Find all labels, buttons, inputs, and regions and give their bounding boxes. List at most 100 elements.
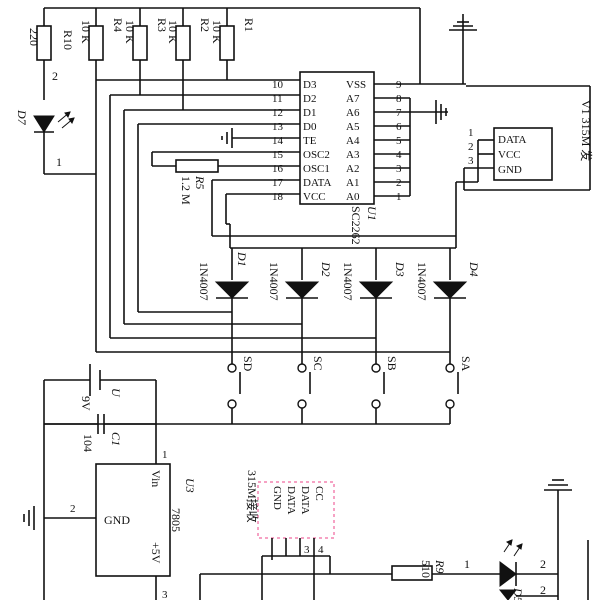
svg-text:1: 1 (56, 155, 62, 169)
svg-text:315M接收: 315M接收 (245, 470, 260, 523)
resistor-r4: R4 10 K (79, 8, 125, 80)
u1-pin-number: 5 (396, 135, 402, 147)
u1-pin-name: VSS (346, 79, 366, 91)
data-bus-wires (95, 79, 450, 353)
svg-text:510: 510 (419, 560, 433, 578)
svg-text:D4: D4 (467, 261, 481, 277)
resistor-r5: R5 1.2 M (151, 151, 300, 205)
ground-symbol-u1 (430, 100, 448, 124)
svg-text:GND: GND (271, 486, 283, 510)
u1-pin-name: A6 (346, 107, 360, 119)
svg-text:1N4007: 1N4007 (267, 262, 281, 301)
svg-text:SB: SB (385, 356, 399, 371)
svg-text:1N4007: 1N4007 (415, 262, 429, 301)
resistor-r3: R3 10 K (123, 8, 169, 95)
svg-text:GND: GND (498, 164, 522, 176)
u1-pin-name: D2 (303, 93, 316, 105)
svg-text:U: U (109, 388, 123, 398)
resistor-r2: R2 10 K (166, 8, 212, 110)
u1-pin-number: 7 (396, 107, 402, 119)
switch-sa: SA (445, 352, 473, 409)
u1-pin-name: A0 (346, 191, 360, 203)
svg-text:SD: SD (241, 356, 255, 372)
u1-right-stubs (374, 83, 430, 197)
svg-text:1: 1 (468, 127, 474, 139)
svg-text:4: 4 (318, 544, 324, 556)
u1-pin-name: D0 (303, 121, 317, 133)
u1-pin-name: D1 (303, 107, 316, 119)
svg-text:D2: D2 (319, 261, 333, 277)
svg-text:R9: R9 (433, 559, 447, 573)
svg-text:V1 315M 发: V1 315M 发 (579, 100, 594, 161)
u1-pin-name: D3 (303, 79, 317, 91)
u1-pin-number: 13 (272, 121, 284, 133)
u1-pin-name: A3 (346, 149, 360, 161)
svg-text:R1: R1 (242, 18, 256, 32)
svg-text:GND: GND (104, 513, 130, 527)
u1-pin-name: VCC (303, 191, 326, 203)
u1-pin-number: 8 (396, 93, 402, 105)
svg-text:2: 2 (70, 503, 76, 515)
led-d5: 1 2 D5 2 (464, 490, 559, 600)
u1-pin-number: 16 (272, 163, 284, 175)
receiver-315m: 315M接收 CC DATA DATA GND 3 4 (199, 470, 335, 600)
switch-sb: SB (371, 338, 399, 409)
top-vcc-rail (44, 7, 466, 85)
svg-text:VCC: VCC (498, 149, 521, 161)
svg-text:9V: 9V (79, 396, 93, 411)
svg-text:R5: R5 (193, 175, 207, 189)
svg-text:C1: C1 (109, 432, 123, 446)
svg-text:1N4007: 1N4007 (197, 262, 211, 301)
u1-pin-name: A5 (346, 121, 360, 133)
resistor-r9: R9 510 (330, 559, 500, 581)
svg-text:D7: D7 (15, 109, 29, 126)
te-ground (221, 128, 300, 148)
u1-pin-name: OSC1 (303, 163, 330, 175)
svg-text:DATA: DATA (285, 486, 297, 515)
svg-text:7805: 7805 (169, 508, 183, 532)
u1-pin-number: 9 (396, 79, 402, 91)
u1-pin-number: 15 (272, 149, 284, 161)
svg-text:104: 104 (81, 434, 95, 452)
svg-text:SC: SC (311, 356, 325, 371)
svg-text:U3: U3 (183, 478, 197, 493)
svg-text:R4: R4 (111, 18, 125, 32)
svg-text:10 K: 10 K (166, 20, 180, 44)
svg-text:10 K: 10 K (123, 20, 137, 44)
u1-pin-number: 12 (272, 107, 283, 119)
led-d7: 2 1 D7 (15, 69, 96, 175)
svg-text:R10: R10 (61, 30, 75, 50)
u1-pin-name: A1 (346, 177, 359, 189)
svg-text:1N4007: 1N4007 (341, 262, 355, 301)
u1-pin-number: 3 (396, 163, 402, 175)
svg-text:2: 2 (540, 583, 546, 597)
u1-pin-number: 6 (396, 121, 402, 133)
ic-u1-sc2262: U1 SC2262 (299, 71, 379, 245)
u1-pin-name: DATA (303, 177, 332, 189)
svg-text:R3: R3 (155, 18, 169, 32)
svg-text:CC: CC (313, 486, 325, 501)
svg-text:R2: R2 (198, 18, 212, 32)
capacitor-c1: C1 104 (43, 414, 156, 600)
u1-pin-number: 18 (272, 191, 284, 203)
svg-text:DATA: DATA (299, 486, 311, 515)
diode-d1: D1 1N4007 (197, 248, 250, 312)
diode-d4: D4 1N4007 (415, 248, 481, 352)
resistor-r10: R10 220 (27, 8, 75, 100)
u1-pin-name: OSC2 (303, 149, 330, 161)
svg-text:3: 3 (162, 589, 168, 600)
u1-pin-name: TE (303, 135, 317, 147)
diode-d3: D3 1N4007 (341, 248, 407, 338)
ground-symbol-top (449, 14, 477, 84)
u1-pin-name: A2 (346, 163, 359, 175)
switch-sc: SC (297, 324, 325, 409)
svg-text:220: 220 (27, 28, 41, 46)
svg-text:D3: D3 (393, 261, 407, 277)
svg-text:2: 2 (540, 557, 546, 571)
switch-return-rail (44, 408, 451, 425)
svg-text:SA: SA (459, 356, 473, 372)
battery-9v: U 9V (43, 364, 157, 460)
